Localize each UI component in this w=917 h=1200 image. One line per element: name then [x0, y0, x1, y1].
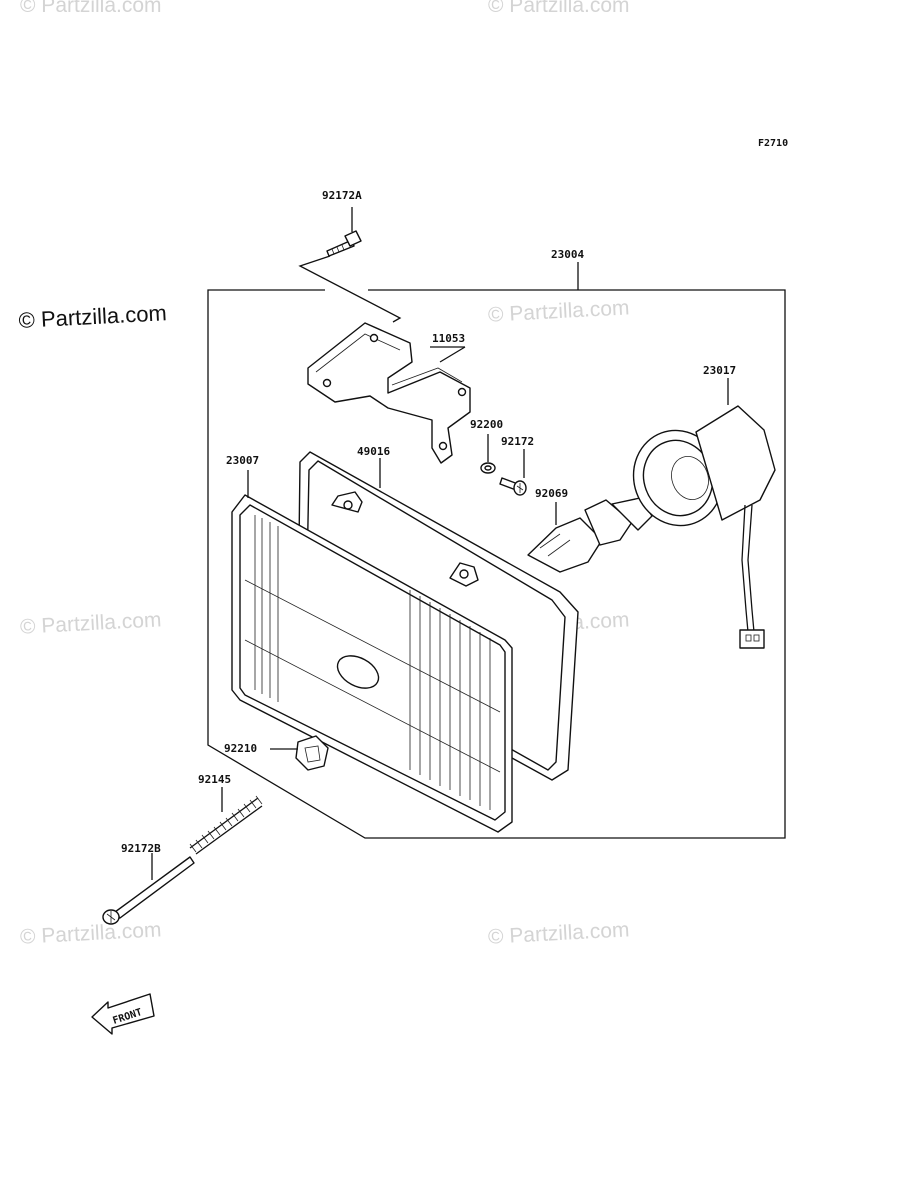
callout-49016: 49016: [357, 445, 390, 458]
callout-92172a: 92172A: [322, 189, 362, 202]
callout-92172b: 92172B: [121, 842, 161, 855]
watermark: © Partzilla.com: [488, 0, 630, 17]
screw-92172: [499, 477, 527, 496]
callout-23004: 23004: [551, 248, 584, 261]
bracket-11053: [307, 322, 471, 464]
callout-23007: 23007: [226, 454, 259, 467]
washer-92200: [480, 462, 496, 474]
socket-23017: [632, 405, 776, 649]
callout-92172: 92172: [501, 435, 534, 448]
callout-11053: 11053: [432, 332, 465, 345]
callout-92069: 92069: [535, 487, 568, 500]
front-arrow-icon: FRONT: [91, 993, 155, 1035]
clip-92210: [295, 735, 329, 771]
leader-92172a-path: [298, 255, 402, 323]
spring-92145: [189, 795, 263, 855]
screw-92172b: [102, 856, 195, 925]
bulb-92069: [527, 497, 653, 573]
callout-92200: 92200: [470, 418, 503, 431]
callout-92145: 92145: [198, 773, 231, 786]
figure-code: F2710: [758, 138, 789, 149]
callout-23017: 23017: [703, 364, 736, 377]
lamp-unit-23007: [231, 494, 513, 833]
screw-92172a: [326, 230, 362, 257]
watermark: © Partzilla.com: [20, 0, 162, 17]
callout-92210: 92210: [224, 742, 257, 755]
assembly-bracket-line: [207, 289, 786, 839]
